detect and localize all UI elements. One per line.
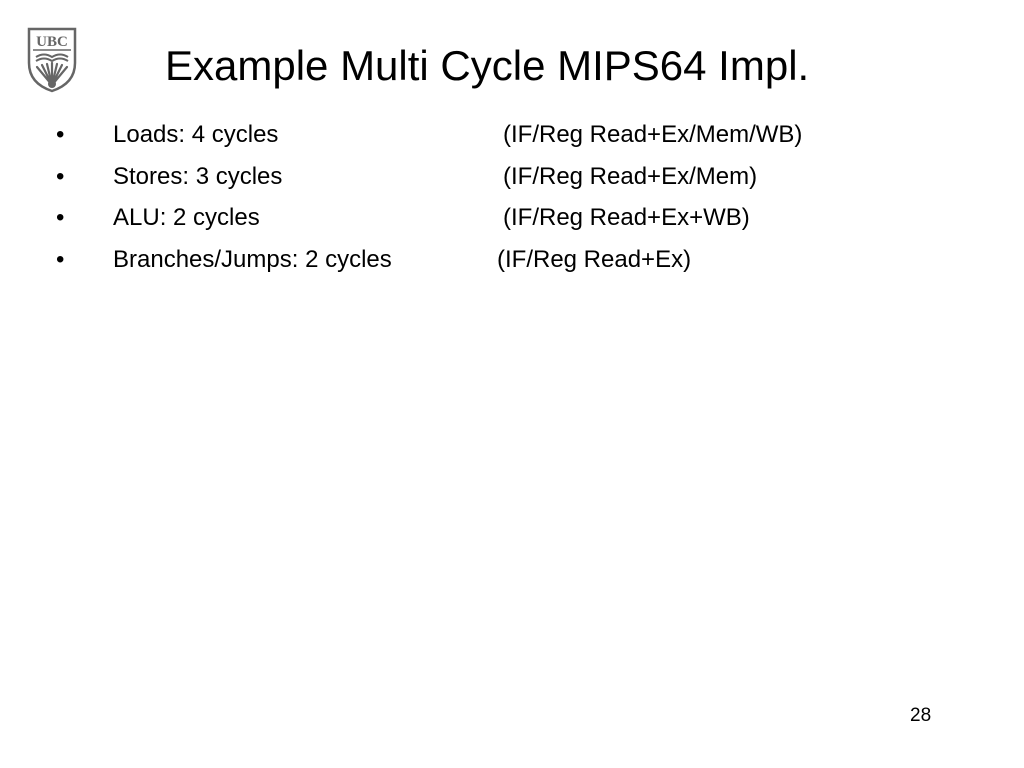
bullet-item: • Branches/Jumps: 2 cycles (IF/Reg Read+… [0, 242, 1024, 284]
bullet-detail: (IF/Reg Read+Ex) [497, 245, 692, 273]
slide-title: Example Multi Cycle MIPS64 Impl. [165, 42, 810, 89]
bullet-item: • Stores: 3 cycles (IF/Reg Read+Ex/Mem) [0, 159, 1024, 201]
bullet-item: • ALU: 2 cycles (IF/Reg Read+Ex+WB) [0, 200, 1024, 242]
bullet-item: • Loads: 4 cycles (IF/Reg Read+Ex/Mem/WB… [0, 117, 1024, 159]
bullet-detail: (IF/Reg Read+Ex+WB) [503, 204, 750, 231]
bullet-label: Loads: 4 cycles [113, 121, 279, 148]
bullet-detail: (IF/Reg Read+Ex/Mem) [503, 162, 758, 190]
bullet-label: ALU: 2 cycles [113, 204, 260, 231]
bullet-list: • Loads: 4 cycles (IF/Reg Read+Ex/Mem/WB… [0, 117, 1024, 283]
bullet-mark: • [56, 204, 65, 231]
bullet-label: Branches/Jumps: 2 cycles [113, 245, 392, 273]
bullet-mark: • [56, 245, 65, 273]
bullet-detail: (IF/Reg Read+Ex/Mem/WB) [503, 121, 803, 148]
bullet-label: Stores: 3 cycles [113, 162, 283, 190]
bullet-mark: • [56, 121, 65, 148]
ubc-crest-icon: UBC [27, 27, 77, 93]
logo-text: UBC [36, 34, 68, 50]
bullet-mark: • [56, 162, 65, 190]
page-number: 28 [910, 705, 932, 726]
